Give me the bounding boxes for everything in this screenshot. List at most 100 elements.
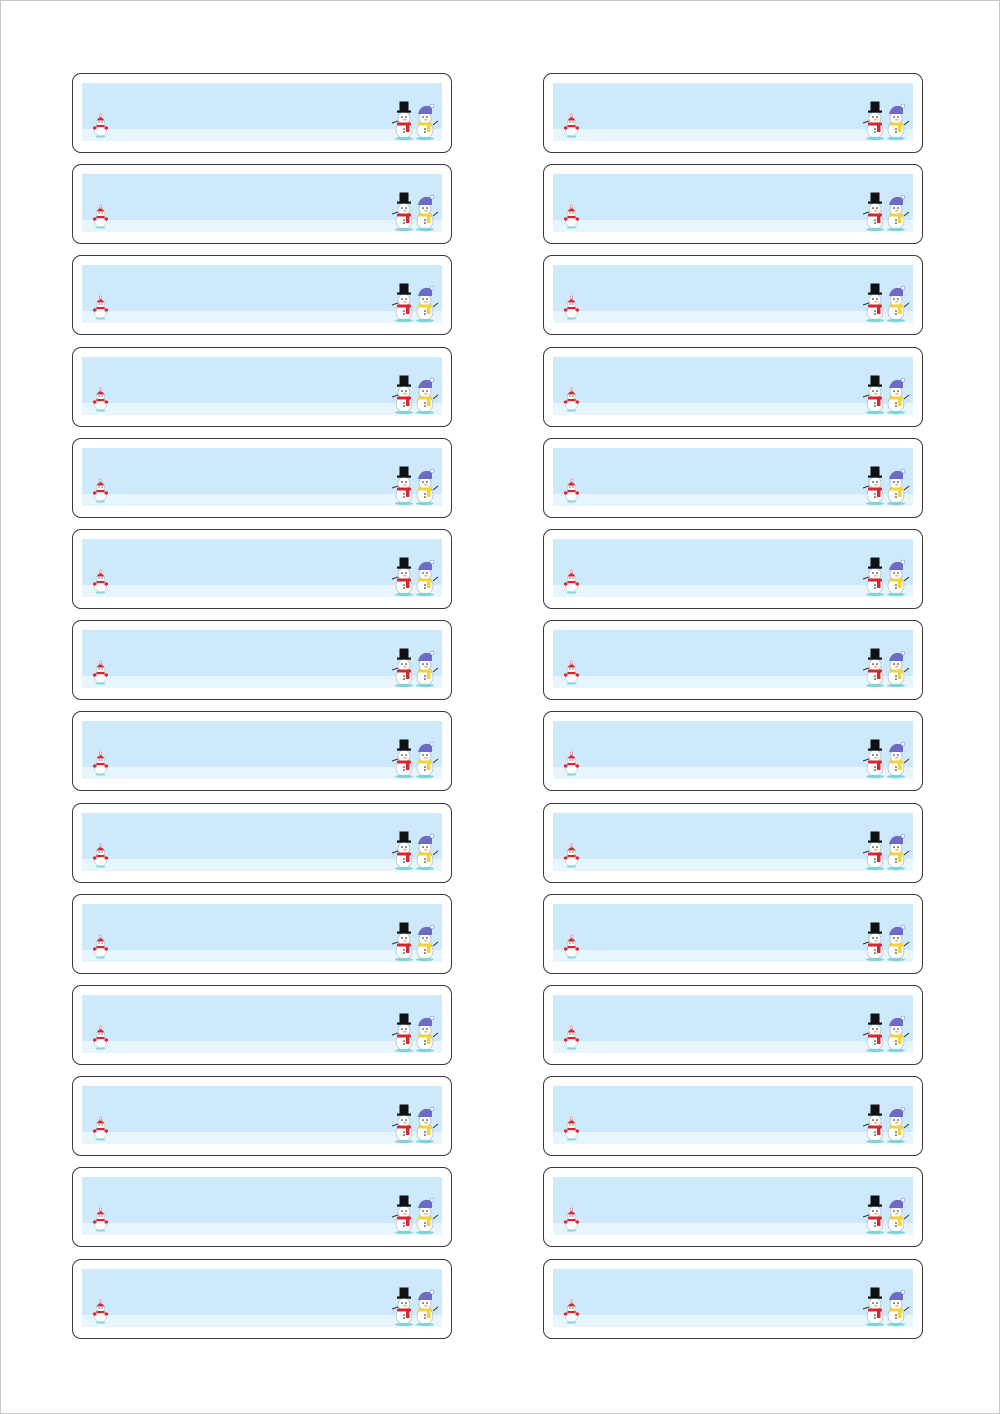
- snowman-small-icon: [563, 294, 580, 320]
- snowman-pair-icon: [862, 557, 910, 597]
- snowman-small-icon: [563, 750, 580, 776]
- snowman-pair-icon: [862, 375, 910, 415]
- label-cell[interactable]: [543, 1259, 923, 1339]
- label-background: [553, 721, 913, 779]
- label-cell[interactable]: [72, 711, 452, 791]
- snowman-pair-icon: [391, 1013, 439, 1053]
- label-text-area: [553, 357, 913, 415]
- snowman-small-icon: [563, 568, 580, 594]
- snowman-pair-icon: [391, 466, 439, 506]
- label-cell[interactable]: [543, 438, 923, 518]
- label-cell[interactable]: [543, 711, 923, 791]
- snowman-small-icon: [563, 112, 580, 138]
- snowman-small-icon: [92, 386, 109, 412]
- snowman-pair-icon: [391, 192, 439, 232]
- label-cell[interactable]: [543, 1076, 923, 1156]
- label-background: [82, 83, 442, 141]
- label-background: [82, 1269, 442, 1327]
- label-background: [82, 1177, 442, 1235]
- snowman-small-icon: [563, 386, 580, 412]
- label-cell[interactable]: [72, 620, 452, 700]
- snowman-small-icon: [92, 1298, 109, 1324]
- snowman-small-icon: [92, 1115, 109, 1141]
- label-text-area: [82, 174, 442, 232]
- label-text-area: [82, 265, 442, 323]
- label-cell[interactable]: [72, 894, 452, 974]
- label-cell[interactable]: [72, 347, 452, 427]
- label-cell[interactable]: [72, 255, 452, 335]
- snowman-pair-icon: [391, 739, 439, 779]
- label-background: [82, 1086, 442, 1144]
- label-text-area: [82, 1177, 442, 1235]
- label-background: [553, 995, 913, 1053]
- label-text-area: [553, 539, 913, 597]
- snowman-small-icon: [563, 659, 580, 685]
- label-cell[interactable]: [72, 73, 452, 153]
- label-cell[interactable]: [72, 164, 452, 244]
- snowman-small-icon: [563, 477, 580, 503]
- snowman-pair-icon: [862, 648, 910, 688]
- label-background: [553, 265, 913, 323]
- label-text-area: [553, 1269, 913, 1327]
- label-text-area: [82, 539, 442, 597]
- snowman-pair-icon: [862, 1195, 910, 1235]
- snowman-pair-icon: [862, 1013, 910, 1053]
- label-text-area: [553, 630, 913, 688]
- label-cell[interactable]: [543, 529, 923, 609]
- label-background: [82, 265, 442, 323]
- snowman-small-icon: [92, 750, 109, 776]
- label-cell[interactable]: [72, 1167, 452, 1247]
- label-cell[interactable]: [72, 438, 452, 518]
- label-background: [82, 630, 442, 688]
- snowman-pair-icon: [862, 1287, 910, 1327]
- snowman-small-icon: [92, 203, 109, 229]
- snowman-pair-icon: [862, 283, 910, 323]
- snowman-small-icon: [92, 1024, 109, 1050]
- snowman-pair-icon: [862, 101, 910, 141]
- label-cell[interactable]: [543, 620, 923, 700]
- snowman-small-icon: [92, 294, 109, 320]
- label-cell[interactable]: [72, 1076, 452, 1156]
- label-text-area: [553, 995, 913, 1053]
- snowman-pair-icon: [862, 192, 910, 232]
- label-cell[interactable]: [543, 894, 923, 974]
- snowman-pair-icon: [391, 101, 439, 141]
- snowman-pair-icon: [391, 557, 439, 597]
- label-cell[interactable]: [543, 255, 923, 335]
- snowman-pair-icon: [862, 466, 910, 506]
- label-cell[interactable]: [72, 529, 452, 609]
- label-background: [553, 1177, 913, 1235]
- label-background: [82, 357, 442, 415]
- label-text-area: [553, 904, 913, 962]
- label-cell[interactable]: [72, 985, 452, 1065]
- label-background: [553, 904, 913, 962]
- label-background: [82, 539, 442, 597]
- label-background: [82, 995, 442, 1053]
- label-text-area: [553, 174, 913, 232]
- label-cell[interactable]: [543, 347, 923, 427]
- label-cell[interactable]: [543, 803, 923, 883]
- label-text-area: [553, 813, 913, 871]
- label-text-area: [553, 83, 913, 141]
- label-cell[interactable]: [543, 164, 923, 244]
- label-background: [82, 721, 442, 779]
- snowman-pair-icon: [391, 1287, 439, 1327]
- snowman-pair-icon: [862, 739, 910, 779]
- label-background: [553, 448, 913, 506]
- label-cell[interactable]: [543, 73, 923, 153]
- snowman-small-icon: [563, 1298, 580, 1324]
- snowman-pair-icon: [391, 283, 439, 323]
- label-text-area: [82, 357, 442, 415]
- label-cell[interactable]: [543, 985, 923, 1065]
- snowman-small-icon: [92, 933, 109, 959]
- label-text-area: [82, 721, 442, 779]
- label-text-area: [82, 83, 442, 141]
- snowman-small-icon: [92, 477, 109, 503]
- label-background: [553, 813, 913, 871]
- label-background: [553, 357, 913, 415]
- label-cell[interactable]: [72, 1259, 452, 1339]
- label-text-area: [82, 904, 442, 962]
- label-cell[interactable]: [72, 803, 452, 883]
- label-cell[interactable]: [543, 1167, 923, 1247]
